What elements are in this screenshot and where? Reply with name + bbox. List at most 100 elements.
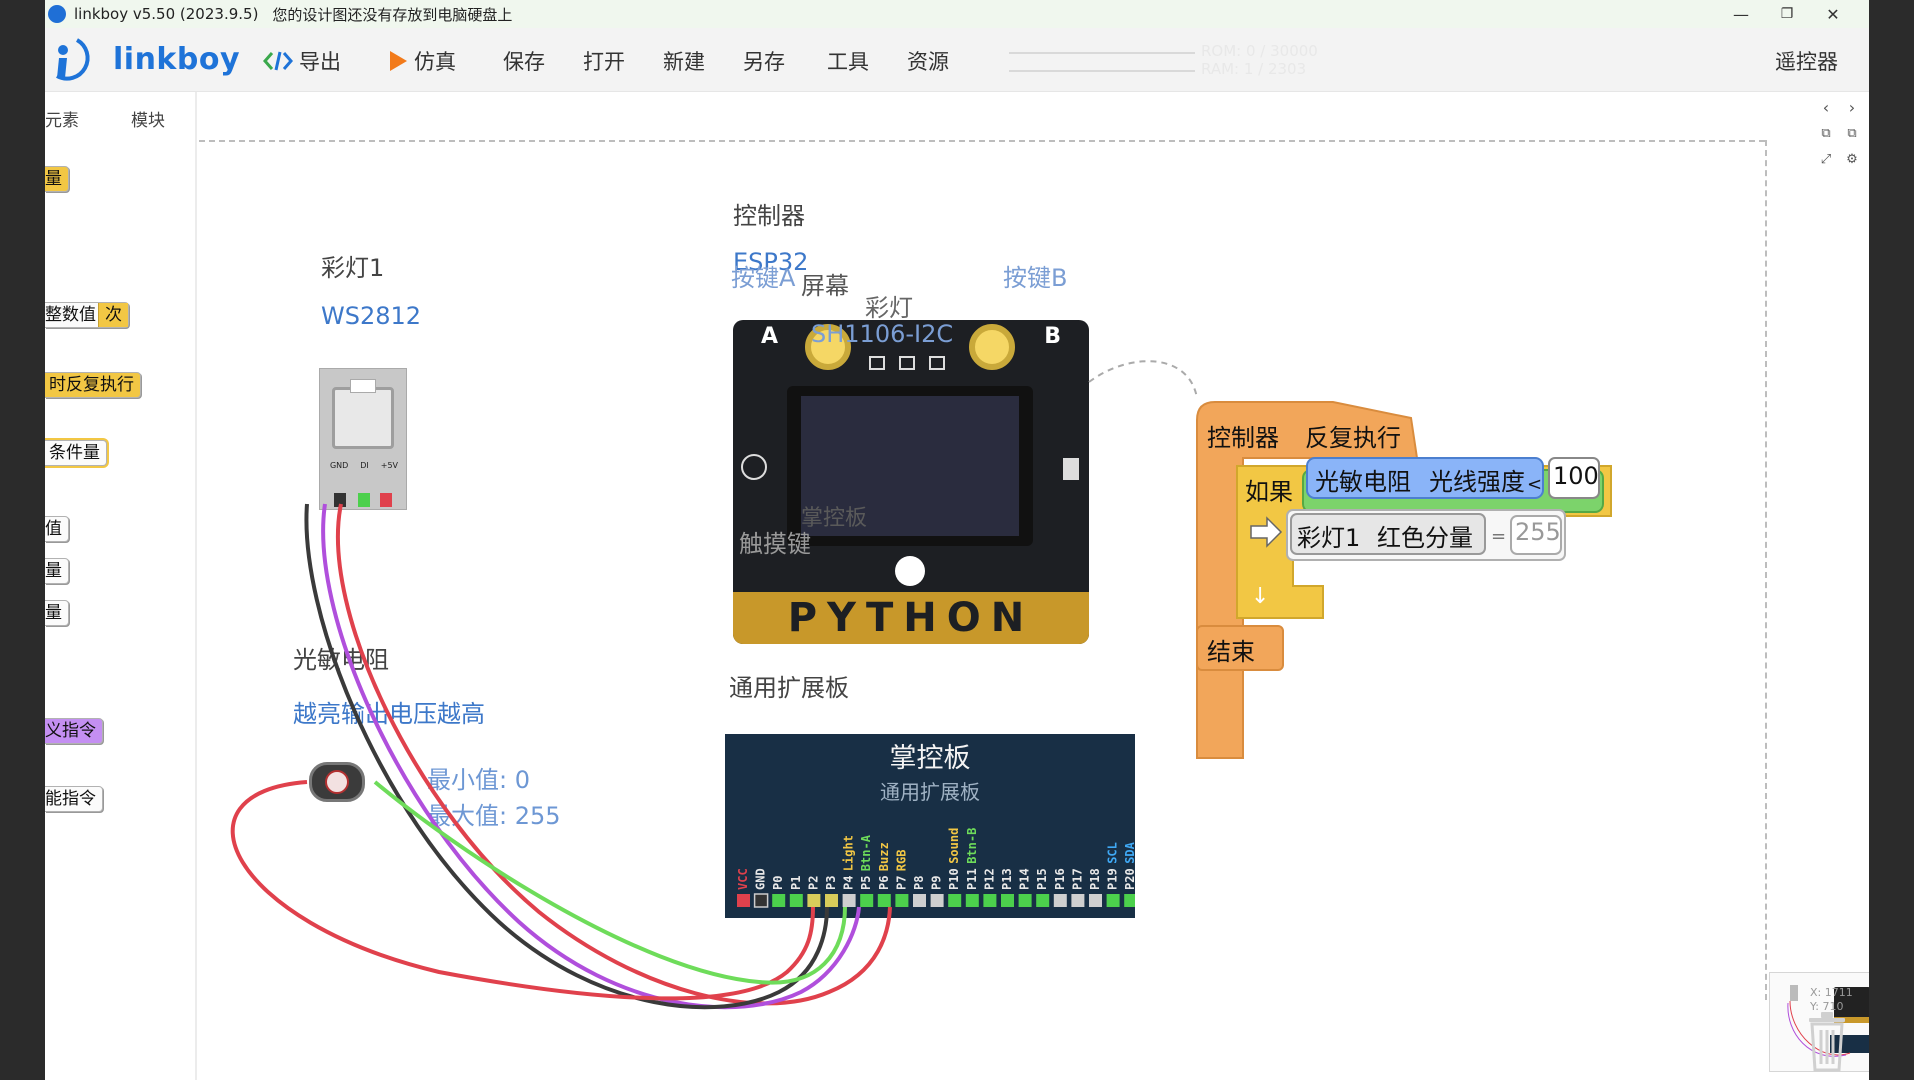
tools-menu[interactable]: 工具: [827, 50, 869, 74]
pin-socket[interactable]: [913, 894, 926, 907]
pin-label: P13: [1000, 868, 1014, 890]
button-a[interactable]: [805, 324, 851, 370]
save-menu[interactable]: 保存: [503, 50, 545, 74]
pin-socket[interactable]: [842, 894, 856, 907]
pin-socket[interactable]: [1089, 894, 1102, 907]
fit-view-icon[interactable]: ⤢: [1820, 152, 1832, 167]
pin-label: DI: [360, 461, 369, 470]
chevron-right-icon[interactable]: ›: [1848, 98, 1856, 117]
event-target: 控制器: [1207, 424, 1279, 452]
palette-block[interactable]: 义指令: [45, 718, 103, 744]
pin-socket[interactable]: [825, 894, 838, 907]
pin-label: P15: [1035, 868, 1049, 890]
photoresistor-max: 最大值: 255: [427, 802, 561, 830]
restore-button[interactable]: ❐: [1780, 6, 1794, 22]
pin-socket[interactable]: [753, 893, 769, 908]
window-title: linkboy v5.50 (2023.9.5): [74, 5, 259, 23]
pin-socket[interactable]: [1001, 894, 1014, 907]
pin-socket[interactable]: [1124, 894, 1135, 907]
photoresistor-desc: 越亮输出电压越高: [293, 700, 485, 728]
led-label: 彩灯: [865, 294, 913, 322]
expansion-title: 掌控板: [889, 743, 971, 774]
palette-block[interactable]: 量: [45, 166, 69, 192]
palette-block[interactable]: 条件量: [45, 440, 107, 466]
palette-block[interactable]: 能指令: [45, 786, 103, 812]
play-icon: [390, 51, 407, 71]
pin-label: P8: [912, 876, 926, 890]
rom-usage: ROM: 0 / 30000: [1201, 42, 1318, 60]
pin-socket[interactable]: [930, 894, 944, 907]
simulate-menu[interactable]: 仿真: [388, 46, 456, 76]
memory-meters: ROM: 0 / 30000 RAM: 1 / 2303: [1009, 42, 1349, 80]
palette-block[interactable]: 量: [45, 600, 69, 626]
tab-elements[interactable]: 元素: [45, 111, 79, 131]
photoresistor-module[interactable]: [309, 762, 365, 802]
program-blocks[interactable]: 控制器 反复执行 如果 光敏电阻 光线强度 < 100 彩灯1 红色分量 = 2…: [1193, 398, 1633, 778]
if-keyword: 如果: [1245, 478, 1293, 506]
saveas-menu[interactable]: 另存: [743, 50, 785, 74]
pin-function-label: SDA: [1123, 841, 1135, 863]
open-menu[interactable]: 打开: [583, 50, 625, 74]
pin-socket[interactable]: [895, 894, 909, 907]
arrow-down-icon: ↓: [1251, 584, 1270, 609]
touch-label: 触摸键: [739, 530, 811, 558]
pin-socket[interactable]: [772, 894, 786, 907]
pin-socket[interactable]: [1106, 894, 1120, 907]
oled-screen[interactable]: [787, 386, 1033, 546]
code-icon: [263, 51, 293, 71]
pin-socket[interactable]: [737, 894, 750, 907]
controller-board[interactable]: A B 掌控板 PYTHON: [733, 320, 1089, 644]
pin-socket[interactable]: [983, 894, 997, 907]
pin-socket[interactable]: [965, 894, 979, 907]
design-canvas[interactable]: ‹ › ⧉ ⧉ ⤢ ⚙ 彩灯1 WS2812 GND DI +5V 控制器 ES…: [199, 92, 1869, 1080]
pin-label: P14: [1018, 868, 1032, 890]
paste-icon[interactable]: ⧉: [1847, 126, 1857, 141]
button-b[interactable]: [969, 324, 1015, 370]
app-icon: [48, 5, 66, 23]
linkboy-window: linkboy v5.50 (2023.9.5) 您的设计图还没有存放到电脑硬盘…: [45, 0, 1869, 1080]
threshold-value[interactable]: 100: [1553, 462, 1599, 490]
remote-control-button[interactable]: 遥控器: [1775, 50, 1838, 74]
rgb-led-name: 彩灯1: [321, 254, 385, 282]
palette-block[interactable]: 整数值次: [45, 302, 129, 328]
pin-socket[interactable]: [1071, 894, 1085, 907]
button-a-label: 按键A: [731, 264, 796, 292]
trash-icon[interactable]: [1805, 1010, 1849, 1072]
pin-socket[interactable]: [1018, 894, 1032, 907]
pin-socket[interactable]: [1036, 894, 1050, 907]
chevron-left-icon[interactable]: ‹: [1822, 98, 1830, 117]
pin-socket[interactable]: [877, 894, 891, 907]
pin-function-label: Buzz: [877, 842, 891, 871]
pin-label: P5: [859, 876, 873, 890]
resources-menu[interactable]: 资源: [907, 50, 949, 74]
minimize-button[interactable]: —: [1733, 4, 1749, 24]
pin-function-label: Light: [842, 835, 856, 871]
palette-block[interactable]: 量: [45, 558, 69, 584]
pin-socket[interactable]: [807, 894, 821, 907]
settings-icon[interactable]: ⚙: [1846, 152, 1858, 167]
new-menu[interactable]: 新建: [663, 50, 705, 74]
photoresistor-name: 光敏电阻: [293, 646, 389, 674]
close-button[interactable]: ✕: [1826, 4, 1840, 24]
pin-socket[interactable]: [948, 894, 962, 907]
palette-block[interactable]: 时反复执行: [45, 372, 141, 398]
palette-block[interactable]: 值: [45, 516, 69, 542]
pin-socket[interactable]: [860, 894, 874, 907]
rgb-led-module[interactable]: GND DI +5V: [319, 368, 407, 510]
pin-label: P1: [789, 876, 803, 890]
expansion-subtitle: 通用扩展板: [880, 780, 980, 804]
pin-socket[interactable]: [1053, 894, 1067, 907]
pin-label: P3: [824, 876, 838, 890]
export-label: 导出: [299, 50, 341, 74]
controller-name: 控制器: [733, 202, 805, 230]
board-letter-b: B: [1044, 324, 1061, 349]
copy-icon[interactable]: ⧉: [1821, 126, 1831, 141]
assign-value[interactable]: 255: [1515, 518, 1561, 546]
export-menu[interactable]: 导出: [263, 46, 341, 76]
pin-label: P9: [930, 876, 944, 890]
pin-label: +5V: [380, 461, 399, 470]
tab-modules[interactable]: 模块: [131, 111, 165, 131]
pin-socket[interactable]: [789, 894, 803, 907]
